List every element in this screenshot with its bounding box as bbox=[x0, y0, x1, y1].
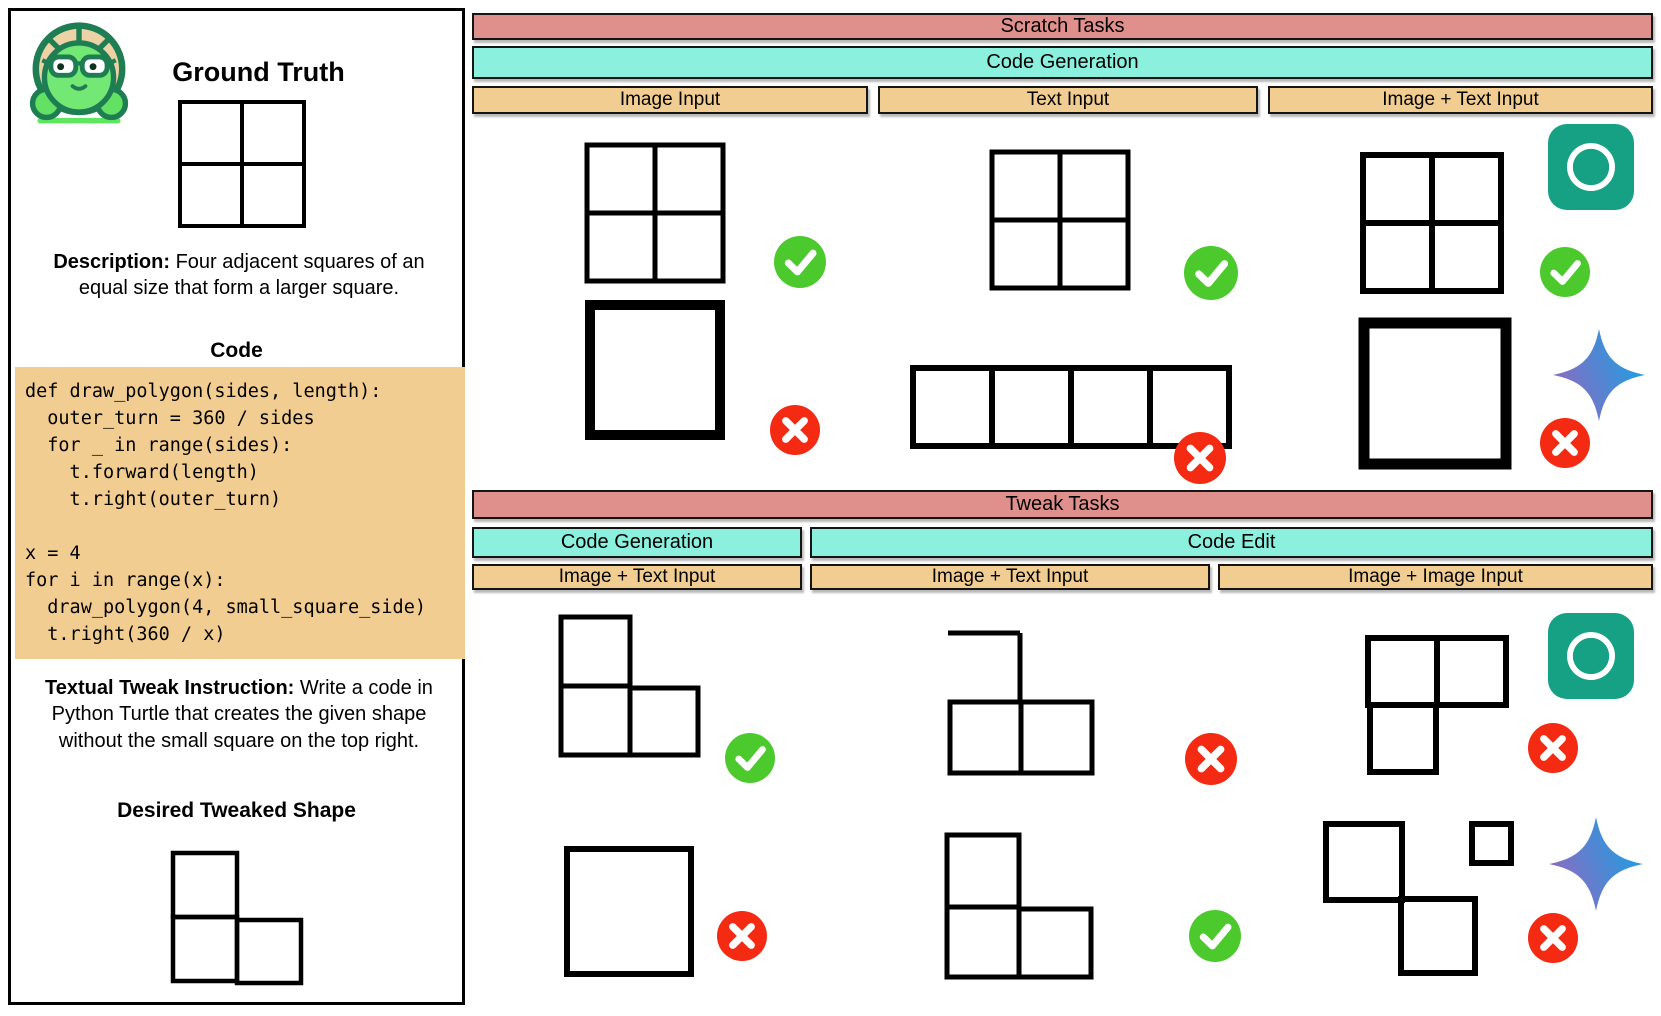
code-heading: Code bbox=[210, 339, 263, 362]
turtle-logo-icon bbox=[29, 22, 129, 124]
scratch-tasks-header: Scratch Tasks bbox=[472, 13, 1653, 40]
ground-truth-panel: Ground Truth Description: Four adjacent … bbox=[8, 8, 465, 1005]
scratch-image-square-cross bbox=[770, 405, 820, 455]
scratch-imagetext-result-grid bbox=[1360, 152, 1504, 294]
tweak-codeedit-result-tromino bbox=[944, 832, 1094, 980]
scratch-text-result-row4 bbox=[910, 365, 1232, 449]
tweak-instruction-label: Textual Tweak Instruction: bbox=[45, 677, 295, 699]
tweak-codegen-tromino-check bbox=[725, 733, 775, 783]
tweak-tasks-header: Tweak Tasks bbox=[472, 490, 1653, 519]
openai-logo-icon-tweak bbox=[1548, 613, 1634, 699]
gemini-logo-icon-tweak bbox=[1548, 816, 1644, 912]
tweak-col3-image-image-input-header: Image + Image Input bbox=[1218, 564, 1653, 590]
scratch-image-result-grid bbox=[584, 142, 726, 284]
ground-truth-title: Ground Truth bbox=[172, 57, 345, 87]
scratch-text-row-cross bbox=[1174, 432, 1226, 484]
scratch-imagetext-grid-check bbox=[1540, 247, 1590, 297]
tweak-codegen-square-cross bbox=[717, 911, 767, 961]
scratch-col-text-input-header: Text Input bbox=[878, 86, 1258, 114]
ground-truth-shape-2x2 bbox=[178, 100, 306, 228]
desired-tweaked-shape-heading: Desired Tweaked Shape bbox=[117, 799, 356, 822]
tweak-codeedit-result-broken bbox=[947, 630, 1095, 776]
tweak-code-edit-header: Code Edit bbox=[810, 527, 1653, 558]
scratch-image-grid-check bbox=[774, 236, 826, 288]
scratch-imagetext-result-square bbox=[1358, 317, 1512, 470]
tweak-imageimage-result-lshape bbox=[1365, 635, 1509, 775]
scratch-text-grid-check bbox=[1184, 246, 1238, 300]
scratch-image-result-square bbox=[585, 300, 725, 440]
code-block: def draw_polygon(sides, length): outer_t… bbox=[15, 367, 465, 659]
scratch-text-result-grid bbox=[989, 149, 1131, 291]
scratch-code-generation-header: Code Generation bbox=[472, 46, 1653, 79]
tweak-col2-image-text-input-header: Image + Text Input bbox=[810, 564, 1210, 590]
tweak-instruction-text: Textual Tweak Instruction: Write a code … bbox=[45, 677, 433, 752]
description-label: Description: bbox=[53, 251, 171, 273]
desired-tweaked-shape-tromino bbox=[170, 850, 304, 986]
scratch-col-image-input-header: Image Input bbox=[472, 86, 868, 114]
tweak-codeedit-broken-cross bbox=[1185, 733, 1237, 785]
tweak-codegen-result-tromino bbox=[558, 614, 701, 758]
tweak-code-generation-header: Code Generation bbox=[472, 527, 802, 558]
tweak-imageimage-result-scatter bbox=[1323, 821, 1514, 976]
scratch-imagetext-square-cross bbox=[1540, 418, 1590, 468]
scratch-col-image-text-input-header: Image + Text Input bbox=[1268, 86, 1653, 114]
tweak-imageimage-lshape-cross bbox=[1528, 723, 1578, 773]
tweak-col1-image-text-input-header: Image + Text Input bbox=[472, 564, 802, 590]
tweak-imageimage-scatter-cross bbox=[1528, 913, 1578, 963]
gemini-logo-icon-scratch bbox=[1552, 328, 1646, 422]
tweak-codegen-result-square bbox=[564, 846, 694, 977]
openai-logo-icon-scratch bbox=[1548, 124, 1634, 210]
tweak-codeedit-tromino-check bbox=[1189, 910, 1241, 962]
description-text: Description: Four adjacent squares of an… bbox=[53, 251, 425, 300]
